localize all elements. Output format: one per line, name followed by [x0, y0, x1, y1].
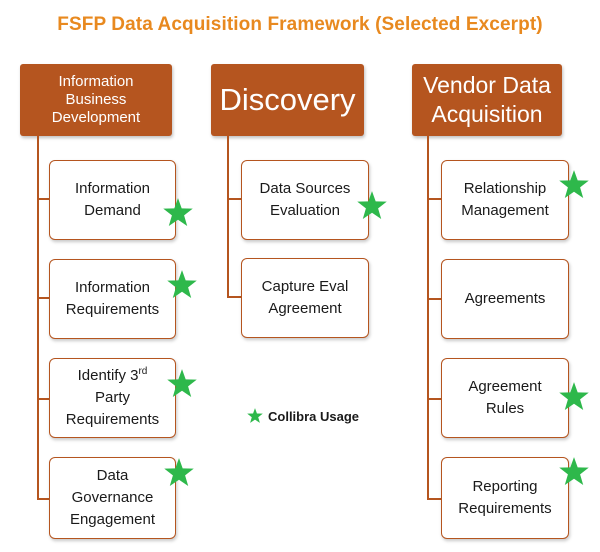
card-data-sources-evaluation: Data Sources Evaluation — [241, 160, 369, 240]
card-information-demand: Information Demand — [49, 160, 176, 240]
connector-line — [427, 136, 429, 500]
connector-line — [37, 136, 39, 500]
header-line: Development — [51, 109, 141, 126]
connector-line — [427, 198, 441, 200]
diagram-title: FSFP Data Acquisition Framework (Selecte… — [57, 14, 543, 35]
star-icon — [164, 458, 194, 487]
header-line: Acquisition — [431, 101, 543, 127]
card-label: Agreement Rules — [468, 378, 542, 417]
connector-line — [427, 498, 441, 500]
card-label: Agreements — [464, 290, 546, 307]
card-label: Capture Eval Agreement — [261, 278, 349, 317]
card-label: Relationship Management — [461, 180, 549, 219]
card-agreements: Agreements — [441, 259, 569, 339]
header-line: Business — [65, 91, 127, 108]
star-icon — [559, 382, 589, 411]
star-icon — [559, 457, 589, 486]
card-label: Data Sources Evaluation — [259, 180, 351, 219]
card-label: Information Demand — [74, 180, 151, 219]
connector-line — [37, 398, 49, 400]
card-label: Identify 3rd Party Requirements — [65, 366, 160, 429]
card-information-requirements: Information Requirements — [49, 259, 176, 339]
ordinal-suffix: rd — [138, 366, 148, 377]
connector-line — [37, 297, 49, 299]
card-relationship-management: Relationship Management — [441, 160, 569, 240]
connector-line — [227, 198, 241, 200]
connector-line — [427, 398, 441, 400]
card-label: Data Governance Engagement — [69, 467, 156, 528]
header-line: Vendor Data — [423, 72, 551, 98]
star-icon — [559, 170, 589, 199]
card-capture-eval-agreement: Capture Eval Agreement — [241, 258, 369, 338]
card-data-governance-engagement: Data Governance Engagement — [49, 457, 176, 539]
header-line: Information — [58, 73, 134, 90]
header-line: Discovery — [219, 82, 356, 117]
star-icon — [357, 191, 387, 220]
header-vendor-data-acquisition: Vendor Data Acquisition — [412, 64, 562, 136]
header-discovery: Discovery — [211, 64, 364, 136]
connector-line — [427, 298, 441, 300]
legend-star-icon — [247, 408, 263, 423]
connector-line — [37, 198, 49, 200]
card-identify-3rd-party-requirements: Identify 3rd Party Requirements — [49, 358, 176, 438]
header-information-business-development: Information Business Development — [20, 64, 172, 136]
card-reporting-requirements: Reporting Requirements — [441, 457, 569, 539]
card-label: Information Requirements — [65, 279, 160, 318]
connector-line — [227, 136, 229, 298]
connector-line — [37, 498, 49, 500]
legend: Collibra Usage — [246, 407, 359, 425]
card-agreement-rules: Agreement Rules — [441, 358, 569, 438]
star-icon — [167, 369, 197, 398]
star-icon — [167, 270, 197, 299]
legend-label: Collibra Usage — [268, 408, 360, 424]
card-label: Reporting Requirements — [458, 478, 552, 517]
connector-line — [227, 296, 241, 298]
star-icon — [163, 198, 193, 227]
